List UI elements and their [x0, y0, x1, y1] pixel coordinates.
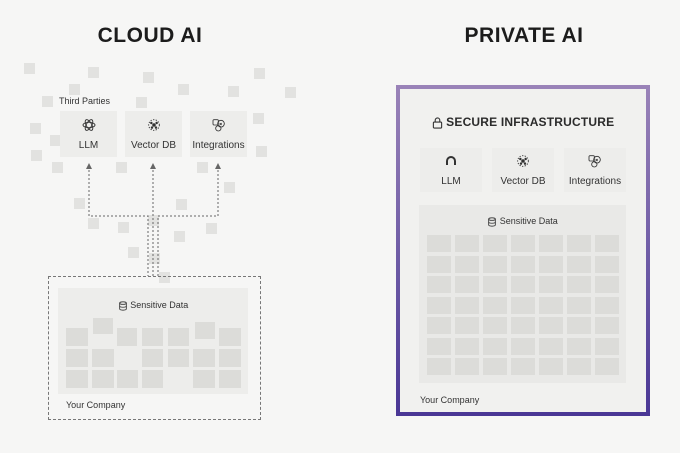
grid-cell — [427, 358, 451, 375]
grid-cell — [483, 296, 507, 314]
grid-cell — [595, 337, 619, 355]
private-sensitive-data-grid — [427, 235, 619, 379]
service-card-vector-db: Vector DB — [125, 111, 182, 157]
grid-cell — [427, 317, 451, 334]
service-card-llm: LLM — [60, 111, 117, 157]
grid-cell — [539, 276, 563, 293]
grid-cell — [511, 296, 535, 314]
infra-header: SECURE INFRASTRUCTURE — [400, 115, 646, 129]
grid-cell — [511, 317, 535, 334]
grid-cell — [511, 276, 535, 293]
grid-cell — [567, 296, 591, 314]
grid-cell — [539, 337, 563, 355]
grid-cell — [427, 296, 451, 314]
grid-cell — [595, 276, 619, 293]
grid-cell — [567, 317, 591, 334]
company-boundary — [48, 276, 261, 420]
private-service-card-integrations: Integrations — [564, 148, 626, 192]
openai-icon — [82, 119, 95, 131]
grid-cell — [539, 317, 563, 334]
private-company-label: Your Company — [420, 395, 480, 405]
grid-cell — [483, 255, 507, 273]
grid-cell — [539, 255, 563, 273]
service-card-label: Vector DB — [500, 176, 546, 187]
grid-cell — [427, 276, 451, 293]
grid-cell — [455, 276, 479, 293]
grid-cell — [511, 358, 535, 375]
data-flow-arrows — [86, 163, 221, 276]
grid-cell — [567, 255, 591, 273]
grid-cell — [427, 235, 451, 252]
grid-cell — [511, 255, 535, 273]
lock-icon — [432, 117, 442, 129]
sensitive-data-header: Sensitive Data — [58, 300, 248, 311]
infra-label: SECURE INFRASTRUCTURE — [446, 115, 615, 129]
company-label: Your Company — [66, 400, 126, 410]
service-card-label: LLM — [78, 140, 99, 151]
grid-cell — [483, 276, 507, 293]
grid-cell — [511, 235, 535, 252]
grid-cell — [595, 317, 619, 334]
service-card-label: Vector DB — [130, 140, 177, 151]
private-sensitive-data-header: Sensitive Data — [419, 216, 626, 227]
grid-cell — [483, 337, 507, 355]
integrations-icon — [588, 155, 601, 168]
service-card-label: LLM — [441, 176, 461, 187]
grid-cell — [511, 337, 535, 355]
vector-db-icon — [147, 119, 160, 131]
grid-cell — [455, 317, 479, 334]
sensitive-data-label: Sensitive Data — [130, 300, 189, 310]
private-ai-heading: PRIVATE AI — [464, 24, 584, 47]
grid-cell — [567, 276, 591, 293]
grid-cell — [427, 337, 451, 355]
grid-cell — [595, 296, 619, 314]
integrations-icon — [212, 119, 225, 132]
grid-cell — [539, 296, 563, 314]
private-service-card-llm: LLM — [420, 148, 482, 192]
grid-cell — [539, 358, 563, 375]
private-sensitive-data-label: Sensitive Data — [499, 216, 558, 226]
grid-cell — [455, 255, 479, 273]
vector-db-icon — [517, 155, 529, 167]
grid-cell — [483, 235, 507, 252]
grid-cell — [539, 235, 563, 252]
grid-cell — [595, 235, 619, 252]
grid-cell — [567, 235, 591, 252]
grid-cell — [455, 337, 479, 355]
llm-icon — [446, 156, 456, 165]
service-card-label: Integrations — [568, 176, 622, 187]
grid-cell — [567, 358, 591, 375]
cloud-ai-heading: CLOUD AI — [97, 24, 203, 47]
grid-cell — [567, 337, 591, 355]
grid-cell — [455, 358, 479, 375]
private-service-card-vector-db: Vector DB — [492, 148, 554, 192]
database-icon — [118, 301, 127, 311]
service-card-label: Integrations — [192, 140, 245, 151]
grid-cell — [595, 358, 619, 375]
grid-cell — [483, 358, 507, 375]
database-icon — [488, 217, 496, 227]
grid-cell — [483, 317, 507, 334]
grid-cell — [455, 296, 479, 314]
grid-cell — [427, 255, 451, 273]
third-parties-label: Third Parties — [59, 96, 111, 106]
grid-cell — [595, 255, 619, 273]
grid-cell — [455, 235, 479, 252]
service-card-integrations: Integrations — [190, 111, 247, 157]
